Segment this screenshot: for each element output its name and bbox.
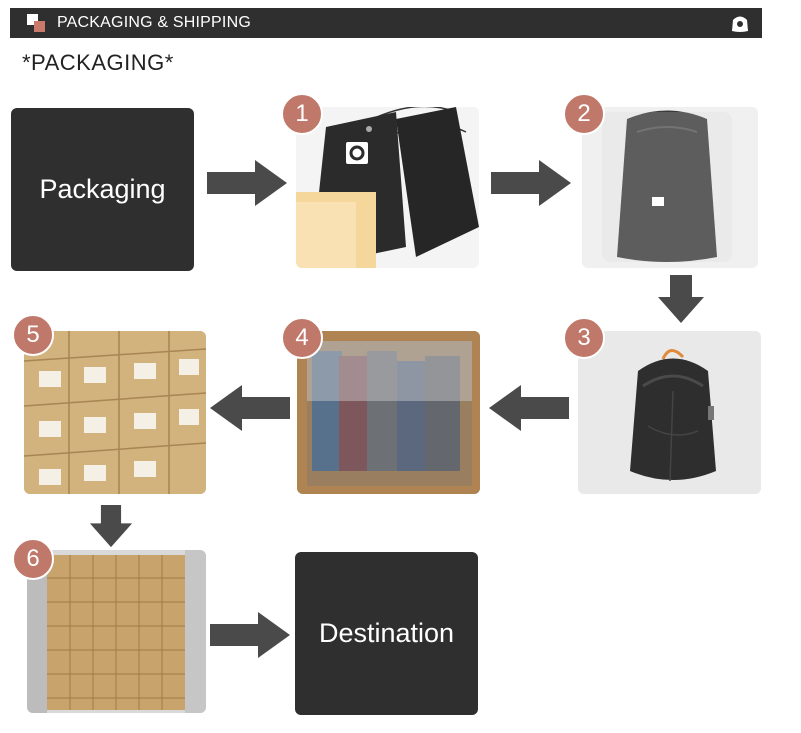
section-title: *PACKAGING* <box>22 50 174 75</box>
arrow-left-icon <box>489 385 569 431</box>
arrow-down-icon <box>658 275 704 323</box>
destination-label: Destination <box>318 618 455 648</box>
step-1-badge: 1 <box>281 93 323 135</box>
two-squares-logo-icon <box>27 14 45 32</box>
step-6-badge: 6 <box>12 538 54 580</box>
step-4-badge: 4 <box>281 317 323 359</box>
arrow-left-icon <box>210 385 290 431</box>
step-4-image <box>297 331 480 494</box>
step-3-badge: 3 <box>563 317 605 359</box>
destination-box: Destination <box>295 552 478 715</box>
step-2-image <box>582 107 758 268</box>
arrow-down-icon <box>89 505 133 548</box>
bag-icon <box>732 16 748 32</box>
step-5-image <box>24 331 206 494</box>
packaging-box: Packaging <box>11 108 194 271</box>
packaging-label: Packaging <box>39 174 166 204</box>
step-1-image <box>296 107 479 268</box>
step-6-image <box>27 550 206 713</box>
arrow-right-icon <box>491 160 571 206</box>
step-5-badge: 5 <box>12 314 54 356</box>
step-3-image <box>578 331 761 494</box>
arrow-right-icon <box>207 160 287 206</box>
header-title: PACKAGING & SHIPPING <box>57 14 251 31</box>
step-2-badge: 2 <box>563 93 605 135</box>
header-bar: PACKAGING & SHIPPING <box>10 8 762 38</box>
arrow-right-icon <box>210 612 290 658</box>
